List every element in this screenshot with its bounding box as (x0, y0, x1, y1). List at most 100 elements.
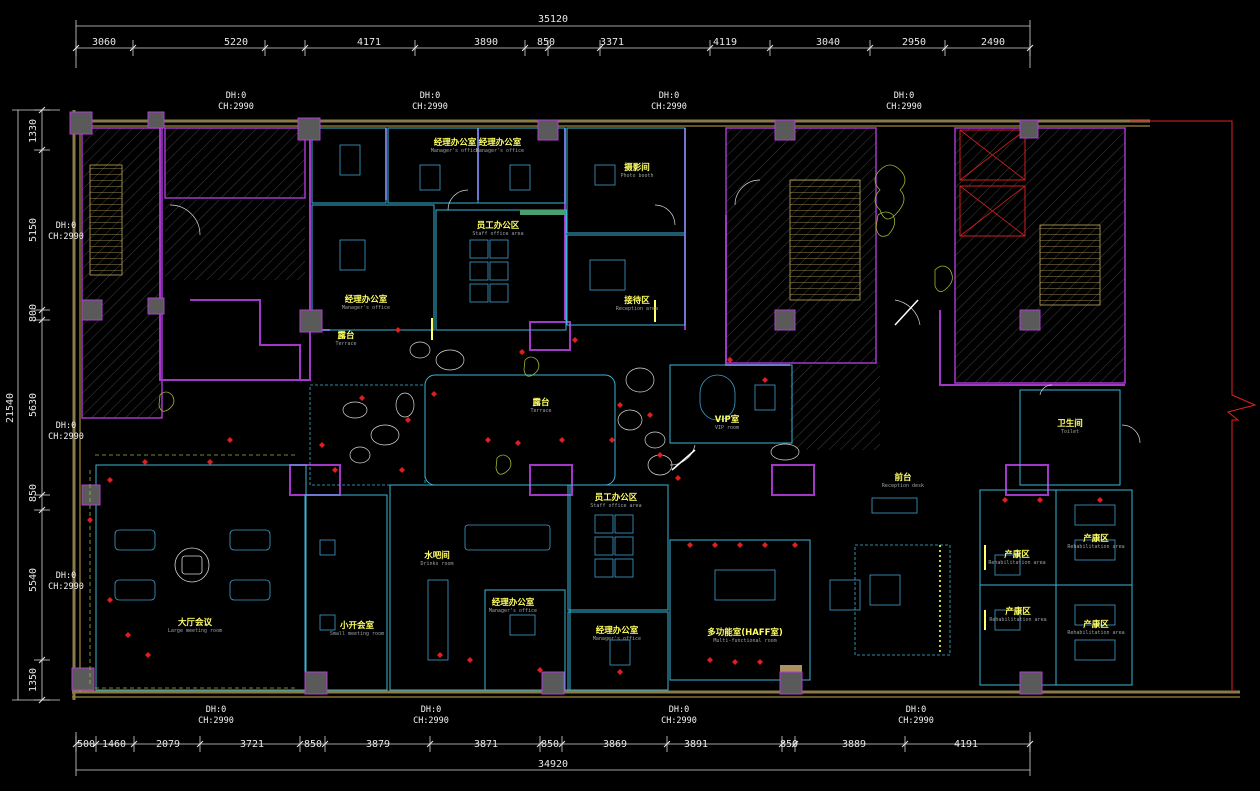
light-marker (762, 542, 768, 548)
light-marker (687, 542, 693, 548)
light-marker (399, 467, 405, 473)
room-name: 经理办公室 (492, 597, 535, 608)
columns (69, 111, 1043, 695)
left-dimension-value: 800 (28, 304, 39, 322)
ceiling-height-label: CH:2990 (886, 102, 922, 112)
room-subtitle: Staff office area (590, 503, 641, 509)
ceiling-height-label: CH:2990 (48, 432, 84, 442)
light-marker (617, 669, 623, 675)
top-dimension-value: 2490 (981, 37, 1005, 48)
furniture (114, 144, 1141, 673)
bottom-dimension-value: 3879 (366, 739, 390, 750)
top-dimension-value: 2950 (902, 37, 926, 48)
light-marker (145, 652, 151, 658)
outer-walls (72, 110, 1257, 700)
floor-height-label: DH:0 (420, 91, 440, 101)
light-marker (792, 542, 798, 548)
bottom-dimension-value: 1460 (102, 739, 126, 750)
ceiling-height-label: CH:2990 (413, 716, 449, 726)
room-name: 产康区 (1005, 606, 1031, 617)
light-marker (332, 467, 338, 473)
left-dimension-value: 1350 (28, 668, 39, 692)
light-marker (617, 402, 623, 408)
light-marker (125, 632, 131, 638)
room-name: 多功能室(HAFF室) (707, 627, 783, 638)
room-name: 产康区 (1004, 549, 1030, 560)
room-subtitle: Large meeting room (168, 628, 222, 634)
light-marker (707, 657, 713, 663)
room-subtitle: Rehabilitation area (1067, 544, 1124, 550)
room-name: 产康区 (1083, 533, 1109, 544)
room-subtitle: Terrace (530, 408, 551, 414)
bottom-dimension-value: 3871 (474, 739, 498, 750)
floor-height-label: DH:0 (56, 571, 76, 581)
left-dimension-value: 850 (28, 484, 39, 502)
top-dimension-value: 3890 (474, 37, 498, 48)
room-subtitle: Drinks room (420, 561, 453, 567)
bottom-dimension-value: 3869 (603, 739, 627, 750)
bottom-dimension-value: 3721 (240, 739, 264, 750)
light-marker (207, 459, 213, 465)
ceiling-height-label: CH:2990 (661, 716, 697, 726)
light-marker (657, 452, 663, 458)
light-marker (732, 659, 738, 665)
room-subtitle: Rehabilitation area (989, 617, 1046, 623)
light-marker (1097, 497, 1103, 503)
left-dimension-value: 5150 (28, 218, 39, 242)
ceiling-height-label: CH:2990 (48, 582, 84, 592)
room-subtitle: Reception area (616, 306, 658, 312)
light-marker (727, 357, 733, 363)
ceiling-height-label: CH:2990 (218, 102, 254, 112)
bottom-dimension-value: 850 (780, 739, 798, 750)
top-total-dimension: 35120 (538, 14, 568, 25)
ceiling-height-label: CH:2990 (412, 102, 448, 112)
floor-height-label: DH:0 (669, 705, 689, 715)
light-marker (519, 349, 525, 355)
ceiling-height-label: CH:2990 (48, 232, 84, 242)
light-marker (431, 391, 437, 397)
room-name: 露台 (337, 330, 355, 341)
left-dimension-value: 1330 (28, 119, 39, 143)
room-subtitle: Terrace (335, 341, 356, 347)
floor-height-label: DH:0 (56, 221, 76, 231)
bottom-dimension-value: 3891 (684, 739, 708, 750)
bottom-dimension-value: 3889 (842, 739, 866, 750)
room-name: 经理办公室 (479, 137, 522, 148)
bottom-dimension-value: 2079 (156, 739, 180, 750)
light-marker (737, 542, 743, 548)
room-subtitle: Rehabilitation area (1067, 630, 1124, 636)
room-name: 前台 (894, 472, 912, 483)
light-marker (572, 337, 578, 343)
room-name: 产康区 (1083, 619, 1109, 630)
room-name: 摄影间 (624, 162, 650, 173)
light-marker (359, 395, 365, 401)
room-name: 经理办公室 (345, 294, 388, 305)
light-marker (675, 475, 681, 481)
top-dimension-value: 3371 (600, 37, 624, 48)
ceiling-height-label: CH:2990 (898, 716, 934, 726)
light-marker (319, 442, 325, 448)
light-marker (107, 477, 113, 483)
light-marker (87, 517, 93, 523)
light-marker (647, 412, 653, 418)
bottom-dimension-value: 850 (541, 739, 559, 750)
room-subtitle: Multi-functional room (713, 638, 776, 644)
left-dimension-value: 5630 (28, 393, 39, 417)
room-subtitle: Manager's office (476, 148, 524, 154)
light-marker (467, 657, 473, 663)
plants (89, 164, 953, 689)
top-dimension-value: 3040 (816, 37, 840, 48)
bottom-dimension-lines (72, 732, 1034, 776)
